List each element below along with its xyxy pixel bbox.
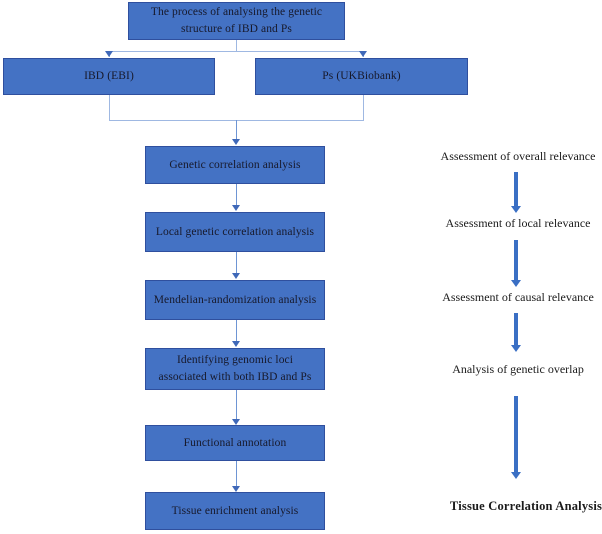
annotation-arrow-1 [514, 172, 518, 208]
connector-step5-step6 [236, 461, 237, 487]
arrowhead-step5 [232, 419, 240, 425]
connector-step3-step4 [236, 320, 237, 342]
annotation-3-label: Assessment of causal relevance [442, 290, 594, 304]
annotation-1: Assessment of overall relevance [441, 149, 596, 164]
arrowhead-step3 [232, 273, 240, 279]
node-step-1-label: Genetic correlation analysis [169, 158, 301, 171]
annotation-arrowhead-2 [511, 280, 521, 287]
connector-root-stub [236, 40, 237, 52]
annotation-2-label: Assessment of local relevance [445, 216, 591, 230]
node-step-4[interactable]: Identifying genomic loci associated with… [145, 348, 325, 390]
annotation-arrow-4 [514, 396, 518, 474]
node-step-5-label: Functional annotation [183, 436, 287, 449]
arrowhead-step1 [232, 139, 240, 145]
annotation-arrow-2 [514, 240, 518, 282]
node-step-2[interactable]: Local genetic correlation analysis [145, 212, 325, 252]
node-step-3[interactable]: Mendelian-randomization analysis [145, 280, 325, 320]
node-step-1[interactable]: Genetic correlation analysis [145, 146, 325, 184]
connector-merge-to-step1 [236, 120, 237, 140]
annotation-2: Assessment of local relevance [446, 216, 591, 231]
annotation-5-label: Tissue Correlation Analysis [449, 499, 602, 513]
node-step-3-label: Mendelian-randomization analysis [153, 293, 317, 306]
connector-step1-step2 [236, 184, 237, 206]
node-root-label: The process of analysing the genetic str… [150, 6, 323, 35]
node-root[interactable]: The process of analysing the genetic str… [128, 2, 345, 40]
connector-root-split [109, 51, 364, 52]
annotation-4: Analysis of genetic overlap [452, 362, 584, 377]
annotation-5: Tissue Correlation Analysis [450, 499, 602, 514]
arrowhead-step4 [232, 341, 240, 347]
annotation-arrow-3 [514, 313, 518, 347]
node-source-ibd[interactable]: IBD (EBI) [3, 58, 215, 95]
annotation-arrowhead-4 [511, 472, 521, 479]
node-step-2-label: Local genetic correlation analysis [155, 225, 315, 238]
arrowhead-to-ibd [105, 51, 113, 57]
annotation-4-label: Analysis of genetic overlap [452, 362, 584, 376]
node-step-6-label: Tissue enrichment analysis [171, 504, 299, 517]
annotation-arrowhead-3 [511, 345, 521, 352]
arrowhead-step2 [232, 205, 240, 211]
node-step-6[interactable]: Tissue enrichment analysis [145, 492, 325, 530]
node-source-ps[interactable]: Ps (UKBiobank) [255, 58, 468, 95]
connector-ibd-down [109, 95, 110, 121]
connector-step4-step5 [236, 390, 237, 420]
annotation-arrowhead-1 [511, 206, 521, 213]
connector-step2-step3 [236, 252, 237, 274]
node-source-ibd-label: IBD (EBI) [84, 70, 134, 83]
node-source-ps-label: Ps (UKBiobank) [322, 70, 401, 83]
annotation-3: Assessment of causal relevance [442, 290, 594, 305]
node-step-4-label: Identifying genomic loci associated with… [158, 354, 312, 383]
arrowhead-step6 [232, 486, 240, 492]
node-step-5[interactable]: Functional annotation [145, 425, 325, 461]
arrowhead-to-ps [359, 51, 367, 57]
connector-ps-down [363, 95, 364, 121]
annotation-1-label: Assessment of overall relevance [440, 149, 596, 163]
